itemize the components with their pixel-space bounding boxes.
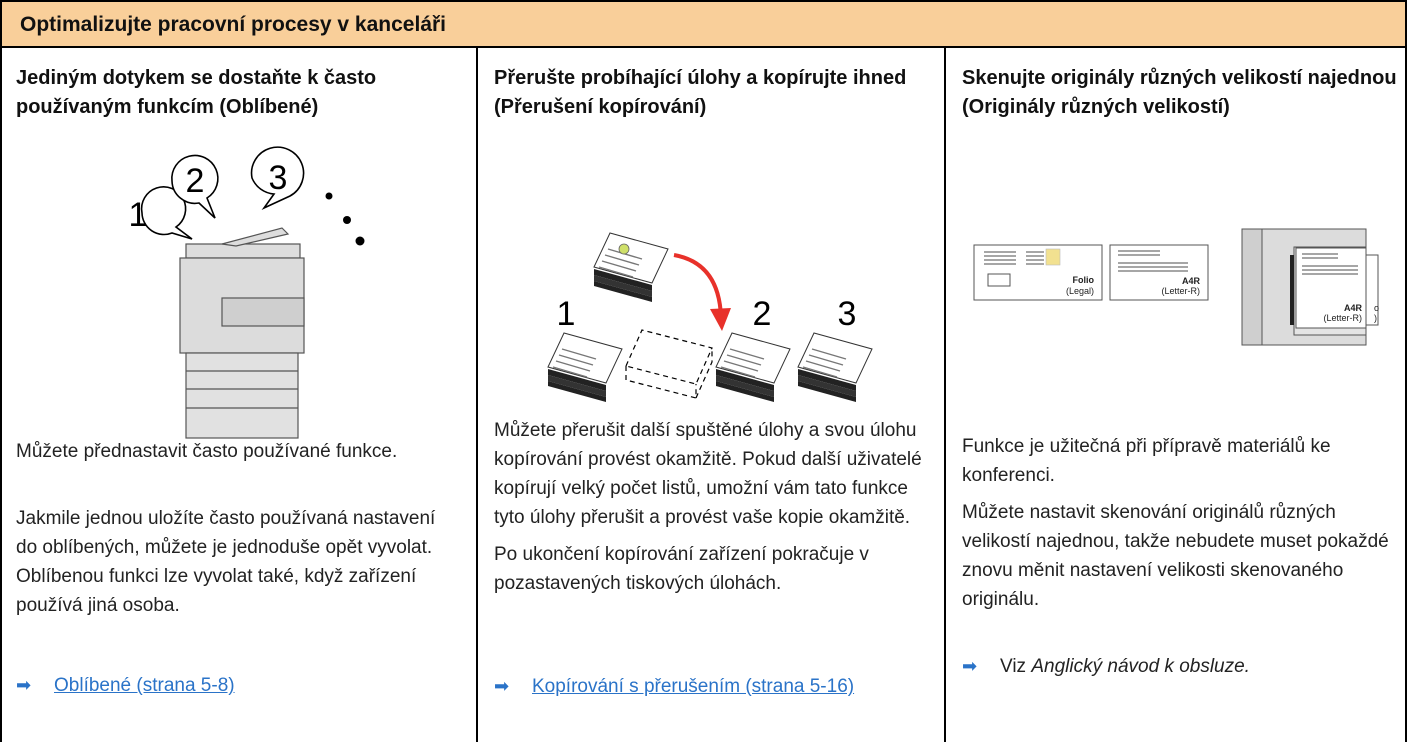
reference-note: ➡ Viz Anglický návod k obsluze. [962, 652, 1250, 681]
section-title: Optimalizujte pracovní procesy v kancelá… [20, 13, 446, 36]
bubble-number: 3 [269, 159, 288, 197]
arrow-right-icon: ➡ [494, 676, 510, 696]
job-number: 3 [838, 295, 857, 333]
column-interrupt-copy: Přerušte probíhající úlohy a kopírujte i… [476, 48, 944, 742]
link-text[interactable]: Oblíbené (strana 5-8) [54, 675, 235, 696]
paragraph: Funkce je užitečná při přípravě materiál… [962, 436, 1331, 486]
svg-text:o: o [1374, 303, 1379, 313]
arrow-right-icon: ➡ [962, 656, 978, 676]
job-number: 2 [753, 295, 772, 333]
paragraph: Můžete nastavit skenování originálů různ… [962, 502, 1389, 610]
column-title: Jediným dotykem se dostaňte k často použ… [16, 67, 377, 118]
paragraph: Po ukončení kopírování zařízení pokračuj… [494, 544, 869, 594]
arrow-right-icon: ➡ [16, 675, 32, 695]
section-header: Optimalizujte pracovní procesy v kancelá… [0, 0, 1407, 48]
reference-link[interactable]: ➡ Kopírování s přerušením (strana 5-16) [494, 672, 914, 701]
bubble-number: 1 [129, 196, 148, 234]
bubble-number: 2 [186, 162, 205, 200]
paragraph: Můžete přerušit další spuštěné úlohy a s… [494, 420, 922, 528]
paper-size-label: A4R [1344, 303, 1363, 313]
paper-size-label: A4R [1182, 276, 1201, 286]
svg-text:): ) [1374, 313, 1377, 323]
reference-link[interactable]: ➡ Oblíbené (strana 5-8) [16, 671, 235, 700]
paragraph: Jakmile jednou uložíte často používaná n… [16, 508, 436, 616]
column-title: Skenujte originály různých velikostí naj… [962, 67, 1397, 118]
column-mixed-size-originals: Skenujte originály různých velikostí naj… [944, 48, 1407, 742]
column-title: Přerušte probíhající úlohy a kopírujte i… [494, 67, 907, 118]
paper-size-label: (Legal) [1066, 286, 1094, 296]
reference-prefix: Viz [1000, 656, 1032, 677]
column-favorites: Jediným dotykem se dostaňte k často použ… [0, 48, 476, 742]
paper-size-label: (Letter-R) [1161, 286, 1200, 296]
paper-size-label: (Letter-R) [1323, 313, 1362, 323]
interrupt-copy-illustration: 1 2 3 [547, 232, 873, 403]
mixed-size-originals-illustration: Folio (Legal) A4R (Letter-R) A4R (Letter… [973, 228, 1379, 346]
link-text[interactable]: Kopírování s přerušením (strana 5-16) [532, 676, 855, 697]
paper-size-label: Folio [1073, 275, 1095, 285]
reference-manual: Anglický návod k obsluze. [1031, 656, 1250, 677]
job-number: 1 [557, 295, 576, 333]
paragraph: Můžete přednastavit často používané funk… [16, 441, 398, 462]
multifunction-printer-illustration: 1 2 3 [129, 146, 365, 439]
